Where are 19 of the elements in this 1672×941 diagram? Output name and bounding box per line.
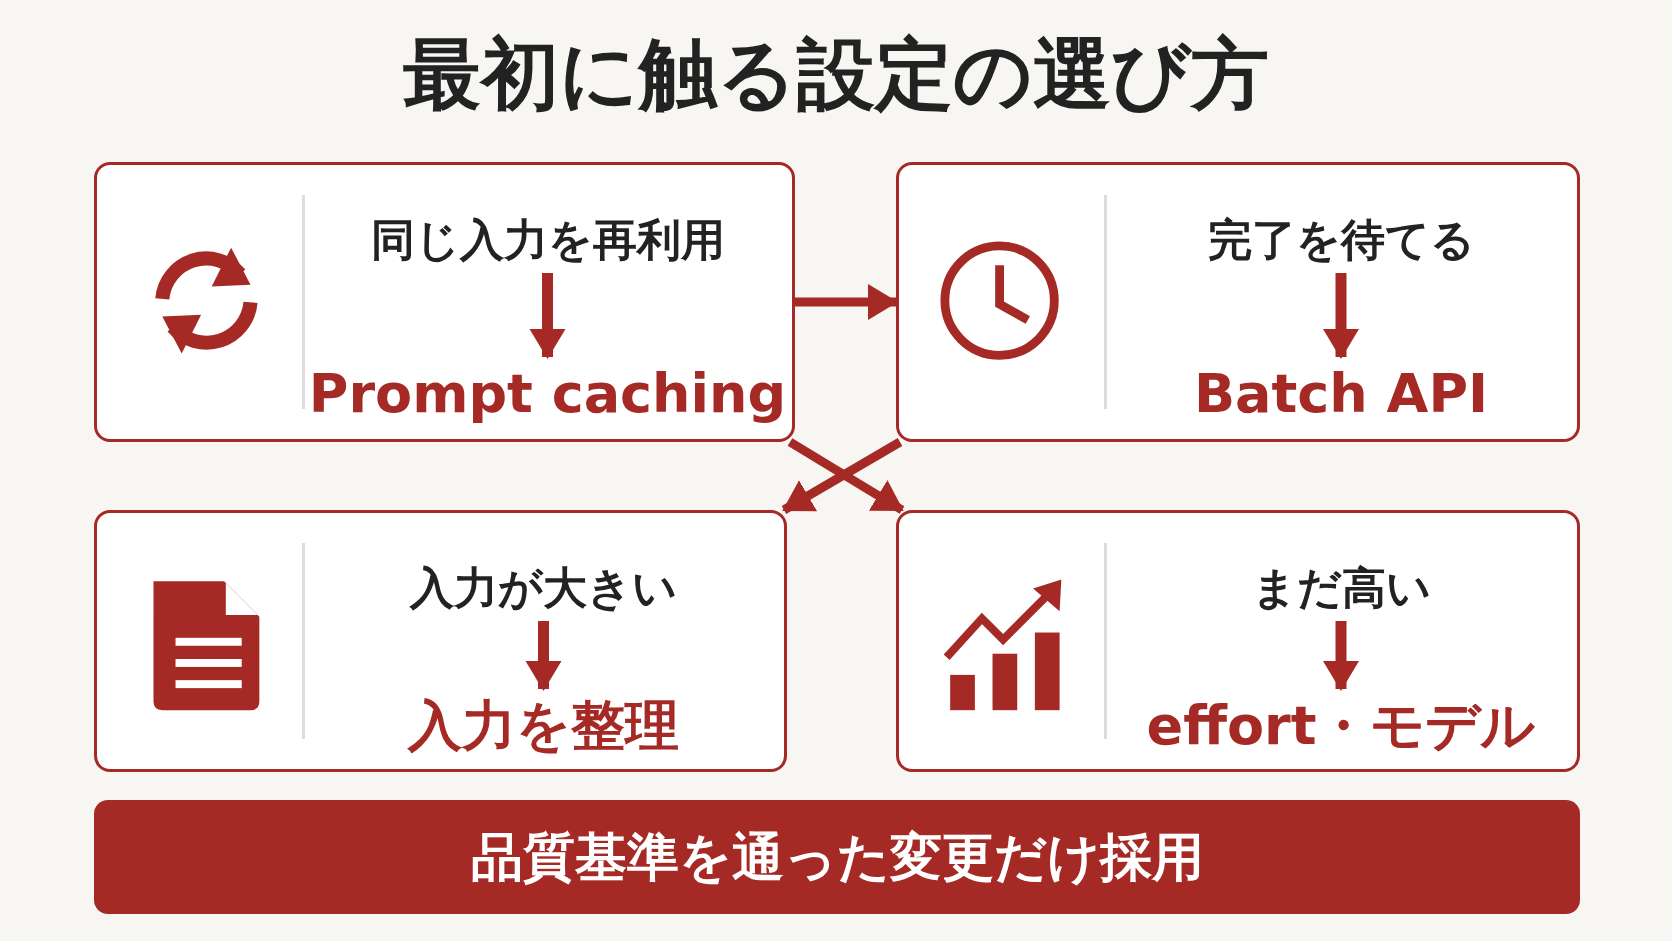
condition-text: 完了を待てる [1207,207,1475,273]
card [94,510,787,772]
result-text: effort・モデル [1146,689,1536,763]
arrow [525,621,562,691]
condition-text: 入力が大きい [410,555,677,621]
arrow [1323,273,1359,359]
card [896,162,1580,442]
banner: 品質基準を通った変更だけ採用 [94,800,1580,914]
condition-text: 同じ入力を再利用 [370,207,725,273]
arrow [529,273,566,359]
result-text: Batch API [1193,357,1489,431]
title: 最初に触る設定の選び方 [402,28,1270,121]
card [94,162,795,442]
arrow [1323,621,1359,691]
arrow [795,284,898,320]
result-text: 入力を整理 [408,689,679,763]
condition-text: まだ高い [1251,555,1431,621]
card [896,510,1580,772]
result-text: Prompt caching [308,357,787,431]
